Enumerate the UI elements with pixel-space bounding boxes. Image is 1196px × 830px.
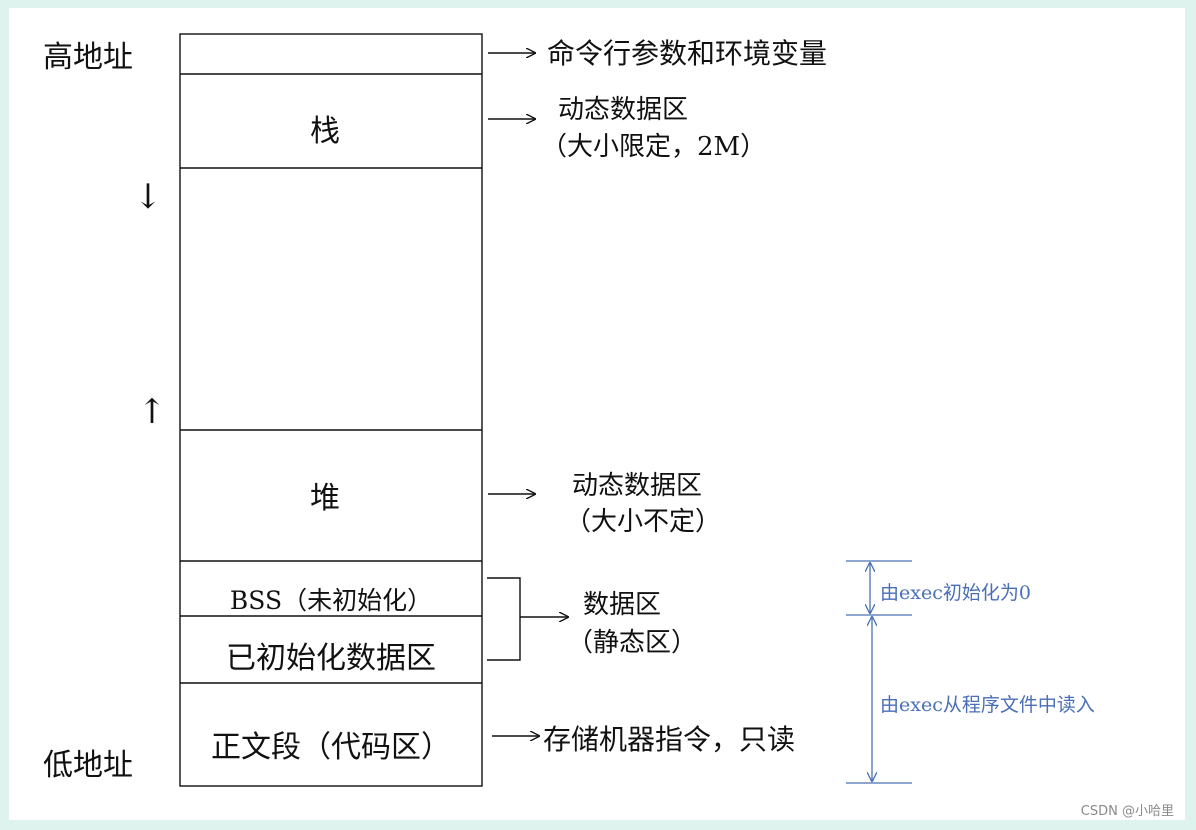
heap-segment-label: 堆 <box>310 481 340 516</box>
stack-segment-label: 栈 <box>310 114 340 149</box>
low-address-label: 低地址 <box>43 748 133 783</box>
memory-layout-diagram: 高地址 低地址 栈 堆 BSS（未初始化） 已初始化数据区 正文段（代码区） ↓… <box>43 33 1174 819</box>
bss-segment-label: BSS（未初始化） <box>230 586 432 615</box>
high-address-label: 高地址 <box>43 40 133 75</box>
read-from-file-note: 由exec从程序文件中读入 <box>880 694 1095 716</box>
data-area-annotation-line2: （静态区） <box>567 628 697 658</box>
data-area-bracket <box>487 577 521 661</box>
heap-growth-up-arrow: ↑ <box>138 392 167 432</box>
bss-init-note: 由exec初始化为0 <box>880 582 1031 604</box>
heap-annotation-line1: 动态数据区 <box>572 471 702 501</box>
heap-annotation-line2: （大小不定） <box>565 507 721 537</box>
data-segment-label: 已初始化数据区 <box>226 641 436 676</box>
stack-growth-down-arrow: ↓ <box>134 177 163 217</box>
data-area-annotation-line1: 数据区 <box>583 590 661 620</box>
watermark: CSDN @小哈里 <box>1081 804 1174 819</box>
memory-block <box>179 33 483 787</box>
stack-annotation-line1: 动态数据区 <box>558 95 688 125</box>
text-segment-label: 正文段（代码区） <box>211 730 451 765</box>
cmdline-annotation: 命令行参数和环境变量 <box>547 37 827 70</box>
stack-annotation-line2: （大小限定，2M） <box>541 132 766 162</box>
text-annotation: 存储机器指令，只读 <box>543 723 795 756</box>
diagram-canvas: 高地址 低地址 栈 堆 BSS（未初始化） 已初始化数据区 正文段（代码区） ↓… <box>9 8 1185 820</box>
